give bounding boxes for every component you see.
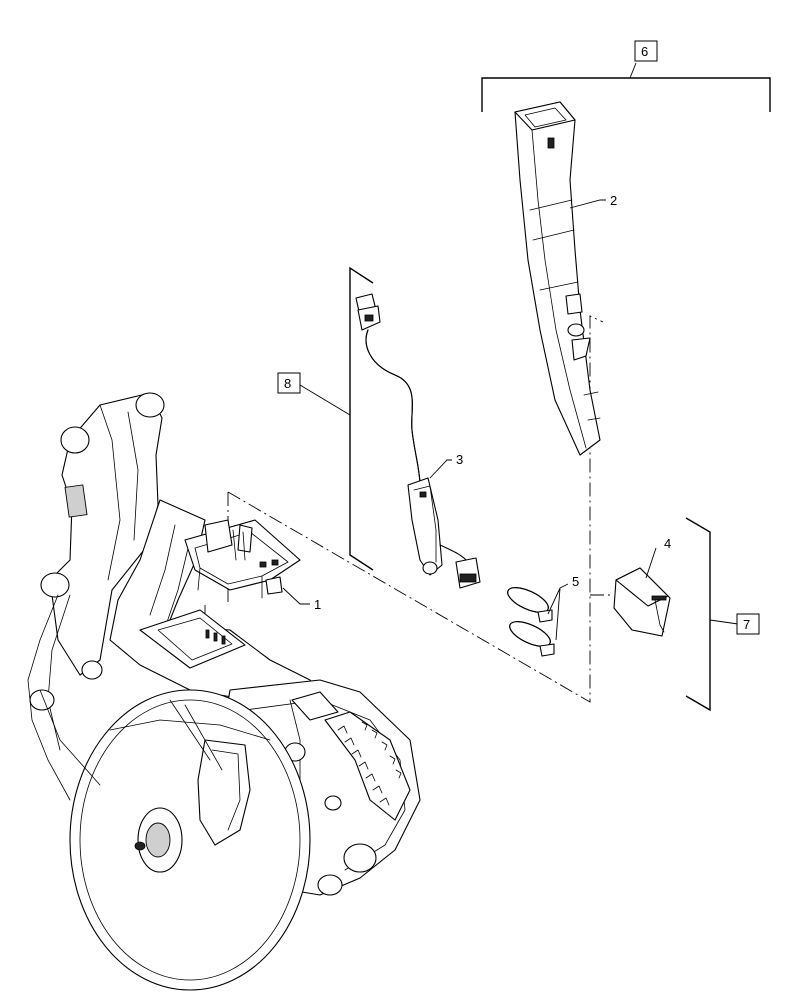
callout-5-text: 5 xyxy=(572,574,579,589)
part-1-bracket xyxy=(184,519,301,599)
opener-disc xyxy=(69,689,311,991)
leader-lines xyxy=(282,199,657,641)
callout-3-text: 3 xyxy=(456,452,463,467)
callout-2: 2 xyxy=(610,193,617,208)
callout-5: 5 xyxy=(572,574,579,589)
part-4-cover xyxy=(613,567,671,637)
callout-7-box: 7 xyxy=(736,613,760,635)
part-5-bands xyxy=(507,587,555,657)
callout-1: 1 xyxy=(314,597,321,612)
callout-2-text: 2 xyxy=(610,193,617,208)
callout-8-box: 8 xyxy=(277,372,301,394)
callout-8-text: 8 xyxy=(284,376,291,391)
callout-4: 4 xyxy=(664,536,671,551)
row-unit-assembly xyxy=(27,392,421,991)
callout-7-text: 7 xyxy=(743,617,750,632)
callout-6-text: 6 xyxy=(641,44,648,59)
bracket-group-8 xyxy=(299,266,374,571)
part-2-seed-tube xyxy=(514,101,601,456)
callout-1-text: 1 xyxy=(314,597,321,612)
depth-notches xyxy=(337,721,402,806)
callout-6-box: 6 xyxy=(634,40,658,62)
bracket-group-6 xyxy=(481,62,771,112)
bracket-group-7 xyxy=(685,517,739,712)
callout-3: 3 xyxy=(456,452,463,467)
callout-4-text: 4 xyxy=(664,536,671,551)
part-3-sensor-harness xyxy=(355,293,481,589)
